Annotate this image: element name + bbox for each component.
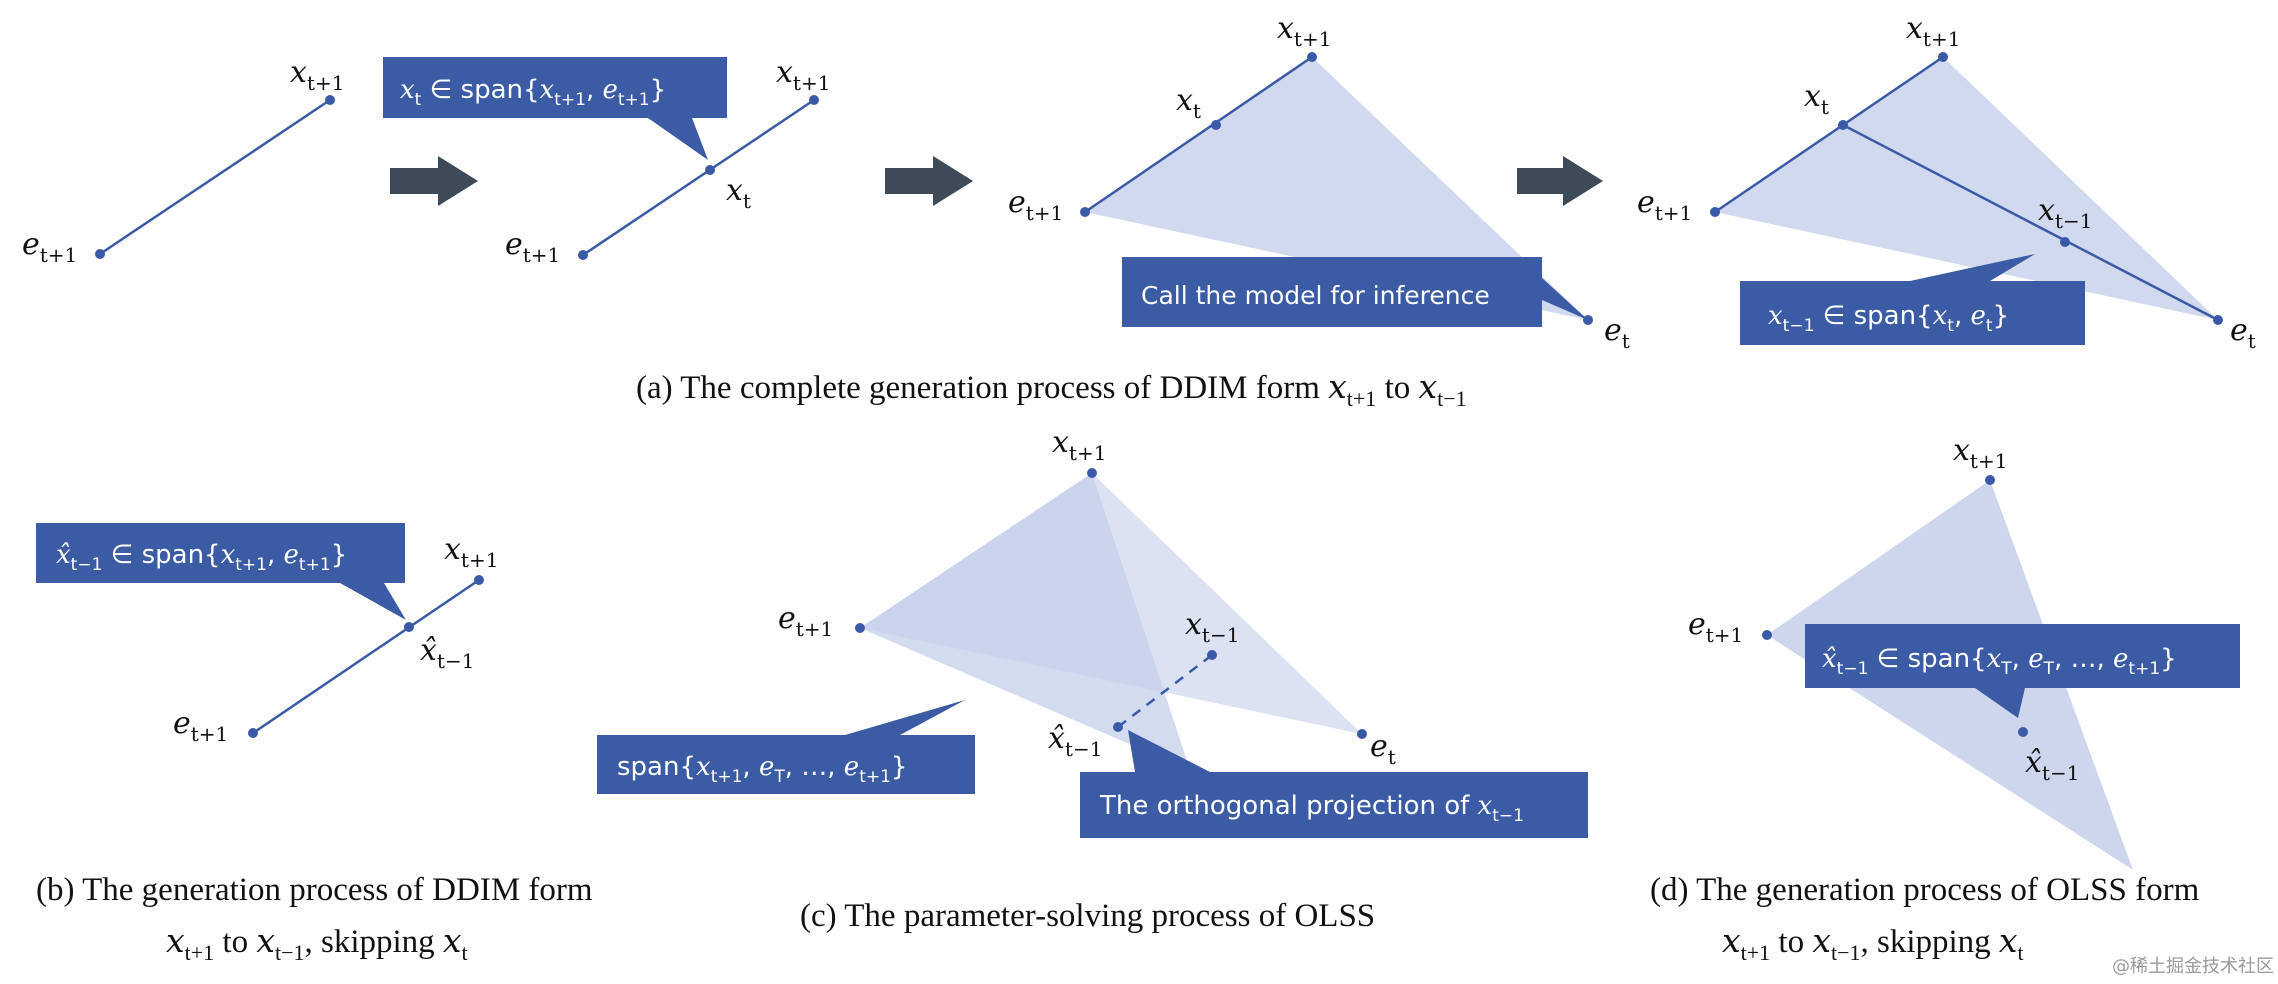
span-plane-secondary <box>860 473 1362 734</box>
label-x-t1: xt+1 <box>1052 425 1106 465</box>
svg-text:x̂t−1 ∈ span{xT, eT, …, et+1}: x̂t−1 ∈ span{xT, eT, …, et+1} <box>1822 644 2177 679</box>
callout-span-set: span{xt+1, eT, …, et+1} <box>597 700 975 794</box>
label-x-t1: xt+1 <box>1906 11 1960 51</box>
panel-d: xt+1 et+1 x̂t−1 x̂t−1 ∈ span{xT, eT, …, … <box>1688 433 2240 870</box>
point-e-t1 <box>1080 207 1090 217</box>
caption-b-line2: xt+1 to xt−1, skipping xt <box>166 921 468 965</box>
svg-text:x̂t−1 ∈ span{xt+1, et+1}: x̂t−1 ∈ span{xt+1, et+1} <box>56 540 347 575</box>
point-e-t1 <box>578 250 588 260</box>
label-x-tm1: xt−1 <box>2038 193 2092 233</box>
point-x-t1 <box>1985 475 1995 485</box>
point-e-t1 <box>855 623 865 633</box>
caption-b-line1: (b) The generation process of DDIM form <box>36 872 593 908</box>
caption-c: (c) The parameter-solving process of OLS… <box>800 898 1375 934</box>
caption-d-line1: (d) The generation process of OLSS form <box>1650 872 2200 908</box>
label-xhat-tm1: x̂t−1 <box>2025 745 2079 785</box>
point-xhat-tm1 <box>404 622 414 632</box>
point-x-tm1 <box>2060 237 2070 247</box>
flow-arrow-2 <box>885 156 973 206</box>
callout-orthogonal-projection: The orthogonal projection of xt−1 <box>1080 730 1588 838</box>
segment-x-to-e <box>1842 123 2219 322</box>
segment-e-to-x <box>252 578 480 735</box>
label-x-t: xt <box>1804 79 1829 119</box>
point-e-t1 <box>1710 207 1720 217</box>
label-e-t: et <box>1604 313 1630 353</box>
label-x-t1: xt+1 <box>1277 11 1331 51</box>
label-x-t1: xt+1 <box>290 55 344 95</box>
panel-a-step1: xt+1 et+1 <box>22 55 344 267</box>
point-x-tm1 <box>1207 650 1217 660</box>
svg-text:span{xt+1, eT, …, et+1}: span{xt+1, eT, …, et+1} <box>617 752 907 787</box>
point-xhat-tm1 <box>2018 727 2028 737</box>
point-x-t1 <box>809 95 819 105</box>
caption-d-line2: xt+1 to xt−1, skipping xt <box>1722 921 2024 965</box>
flow-arrow-1 <box>390 156 478 206</box>
label-x-t1: xt+1 <box>1953 433 2007 473</box>
panel-b: xt+1 x̂t−1 et+1 x̂t−1 ∈ span{xt+1, et+1} <box>36 523 498 746</box>
svg-text:The orthogonal projection of x: The orthogonal projection of xt−1 <box>1099 791 1524 826</box>
panel-a-step2: xt+1 xt et+1 xt ∈ span{xt+1, et+1} <box>383 55 830 267</box>
label-e-t1: et+1 <box>1637 185 1692 225</box>
label-e-t: et <box>2230 313 2256 353</box>
segment-e-to-x <box>1714 55 1944 214</box>
callout-call-model: Call the model for inference <box>1122 257 1588 327</box>
callout-xhat-in-span-olss: x̂t−1 ∈ span{xT, eT, …, et+1} <box>1805 624 2240 718</box>
svg-text:xt−1 ∈ span{xt, et}: xt−1 ∈ span{xt, et} <box>1768 301 2009 336</box>
point-x-t1 <box>1307 52 1317 62</box>
panel-a-step4: xt+1 xt xt−1 et+1 et xt−1 ∈ span{xt, et} <box>1637 11 2256 353</box>
label-e-t1: et+1 <box>1688 607 1743 647</box>
callout-xhat-in-span: x̂t−1 ∈ span{xt+1, et+1} <box>36 523 406 620</box>
point-x-t1 <box>1938 52 1948 62</box>
label-x-tm1: xt−1 <box>1185 607 1239 647</box>
panel-c: xt+1 xt−1 x̂t−1 et+1 et span{xt+1, eT, …… <box>597 425 1588 838</box>
caption-a: (a) The complete generation process of D… <box>636 367 1467 411</box>
point-e-t1 <box>1762 630 1772 640</box>
segment-e-to-x <box>1084 55 1313 214</box>
label-e-t1: et+1 <box>22 227 77 267</box>
point-e-t1 <box>95 249 105 259</box>
point-e-t <box>1357 729 1367 739</box>
point-x-t1 <box>1087 468 1097 478</box>
point-xhat-tm1 <box>1113 722 1123 732</box>
label-x-t: xt <box>726 173 751 213</box>
label-x-t1: xt+1 <box>444 532 498 572</box>
watermark-text: @稀土掘金技术社区 <box>2112 956 2274 977</box>
label-xhat-tm1: x̂t−1 <box>1048 721 1102 761</box>
callout-xtm1-in-span: xt−1 ∈ span{xt, et} <box>1740 254 2085 345</box>
callout-xt-in-span: xt ∈ span{xt+1, et+1} <box>383 57 727 160</box>
label-x-t: xt <box>1176 83 1201 123</box>
point-x-t1 <box>474 575 484 585</box>
panel-a-step3: xt+1 xt et+1 et Call the model for infer… <box>1008 11 1630 353</box>
svg-text:Call the model for inference: Call the model for inference <box>1141 281 1490 310</box>
label-x-t1: xt+1 <box>776 55 830 95</box>
label-e-t1: et+1 <box>1008 185 1063 225</box>
projection-line <box>1117 654 1213 728</box>
segment-e-to-x <box>99 98 331 256</box>
segment-e-to-x <box>582 98 815 257</box>
label-e-t: et <box>1370 729 1396 769</box>
point-x-t1 <box>325 95 335 105</box>
span-plane <box>1085 57 1588 320</box>
flow-arrow-3 <box>1517 156 1603 206</box>
point-e-t1 <box>248 728 258 738</box>
svg-text:xt ∈ span{xt+1, et+1}: xt ∈ span{xt+1, et+1} <box>400 75 666 110</box>
label-e-t1: et+1 <box>505 227 560 267</box>
label-xhat-tm1: x̂t−1 <box>420 633 474 673</box>
label-e-t1: et+1 <box>173 706 228 746</box>
point-x-t <box>1838 120 1848 130</box>
label-e-t1: et+1 <box>778 601 833 641</box>
point-e-t <box>2213 315 2223 325</box>
point-x-t <box>705 165 715 175</box>
point-x-t <box>1211 120 1221 130</box>
